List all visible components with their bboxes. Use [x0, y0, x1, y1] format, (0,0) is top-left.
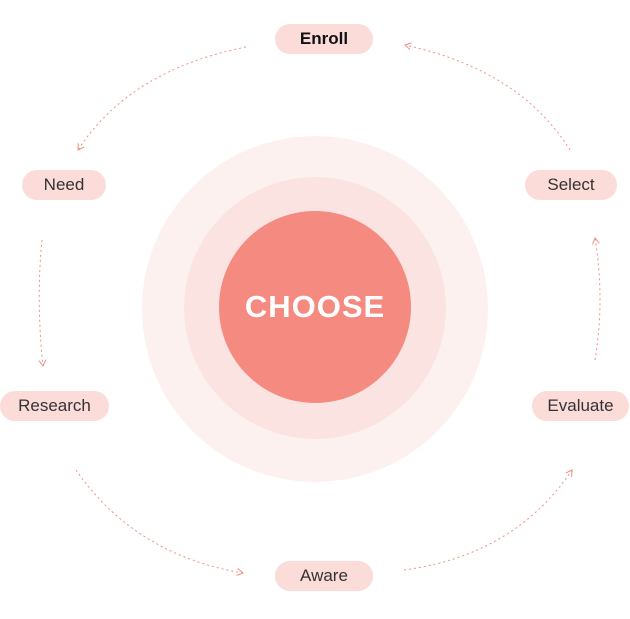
arrow-research-to-aware [75, 469, 243, 573]
arrow-aware-to-evaluate [403, 470, 572, 571]
stage-evaluate: Evaluate [532, 391, 629, 421]
stage-aware: Aware [275, 561, 373, 591]
stage-research: Research [0, 391, 109, 421]
stage-aware-label: Aware [300, 566, 348, 585]
arrow-evaluate-to-select [595, 238, 601, 361]
stage-need: Need [22, 170, 106, 200]
stage-enroll: Enroll [275, 24, 373, 54]
stage-evaluate-label: Evaluate [547, 396, 614, 415]
stage-select-label: Select [547, 175, 595, 194]
stage-research-label: Research [18, 396, 91, 415]
stage-need-label: Need [43, 175, 85, 194]
center-circle: CHOOSE [219, 211, 411, 403]
arrow-enroll-to-need [78, 46, 247, 150]
center-label: CHOOSE [244, 289, 386, 324]
stage-select: Select [525, 170, 617, 200]
arrow-select-to-enroll [405, 45, 571, 151]
arrow-need-to-research [39, 239, 43, 366]
stage-enroll-label: Enroll [299, 29, 349, 48]
